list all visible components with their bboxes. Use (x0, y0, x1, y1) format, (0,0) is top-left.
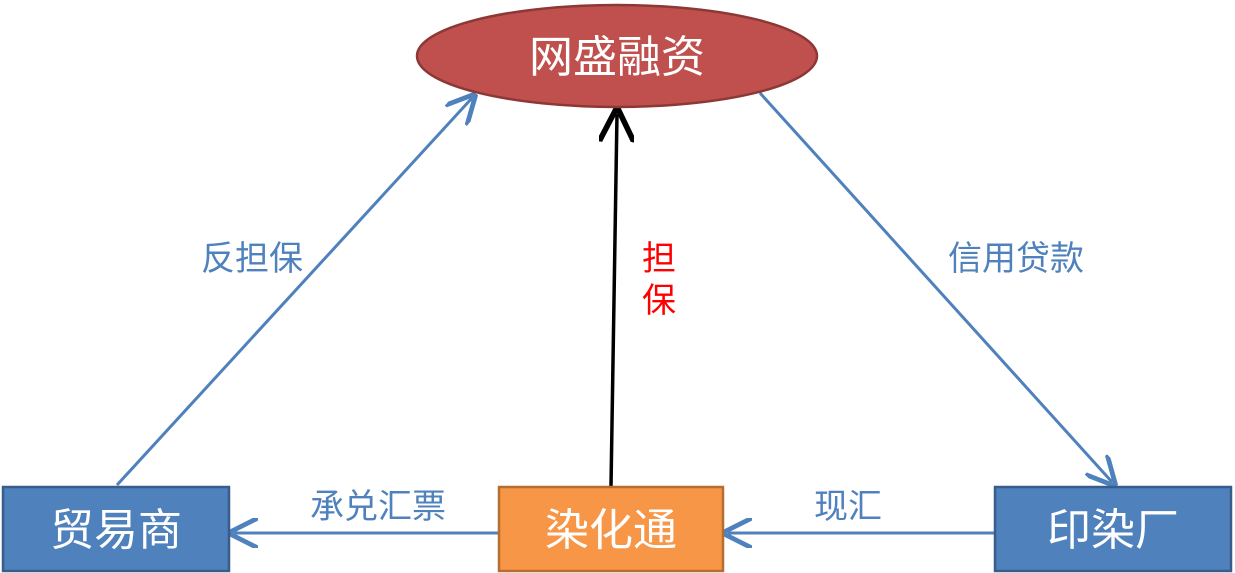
label-danbao-top: 担 (642, 239, 676, 279)
label-fan-danbao: 反担保 (201, 239, 303, 279)
node-maoyishang: 贸易商 (1, 485, 231, 573)
node-maoyishang-label: 贸易商 (50, 505, 182, 556)
label-danbao-bottom: 保 (642, 281, 676, 321)
node-wangsheng: 网盛融资 (415, 3, 819, 109)
label-xinyong-daikuan: 信用贷款 (948, 239, 1084, 279)
label-xianhui: 现汇 (814, 487, 882, 527)
node-wangsheng-label: 网盛融资 (529, 32, 705, 83)
arrow-ranhuatong-to-wangsheng (611, 114, 617, 487)
arrow-maoyishang-to-wangsheng (115, 98, 472, 487)
label-chengdui-huipiao: 承兑汇票 (310, 487, 446, 527)
node-ranhuatong-label: 染化通 (545, 505, 677, 556)
node-yinranchang-label: 印染厂 (1047, 505, 1179, 556)
node-yinranchang: 印染厂 (993, 485, 1233, 573)
arrow-wangsheng-to-yinranchang (758, 91, 1112, 482)
node-ranhuatong: 染化通 (497, 485, 725, 573)
